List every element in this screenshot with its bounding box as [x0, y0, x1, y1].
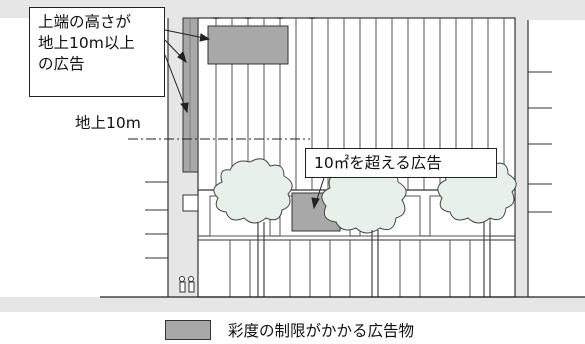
- callout-line-2: 地上10m以上: [38, 34, 135, 52]
- top-sign: [207, 25, 289, 65]
- height-10m-label: 地上10m: [75, 114, 141, 132]
- callout-line-3: の広告: [38, 55, 85, 73]
- legend-swatch: [165, 320, 211, 340]
- right-building: [528, 20, 585, 297]
- building-illustration: [0, 17, 585, 298]
- pedestrians: [179, 276, 195, 293]
- vertical-sign: [182, 17, 199, 173]
- street-trees: [213, 156, 517, 234]
- mid-callout-leader: [311, 177, 325, 210]
- top-callout-leaders: [164, 29, 211, 114]
- callout-sign-height-over-10m: 上端の高さが 地上10m以上 の広告: [29, 7, 165, 97]
- callout-sign-over-10-sqm: 10㎡を超える広告: [305, 148, 497, 178]
- callout-line-1: 上端の高さが: [38, 13, 132, 31]
- legend-label: 彩度の制限がかかる広告物: [228, 322, 415, 340]
